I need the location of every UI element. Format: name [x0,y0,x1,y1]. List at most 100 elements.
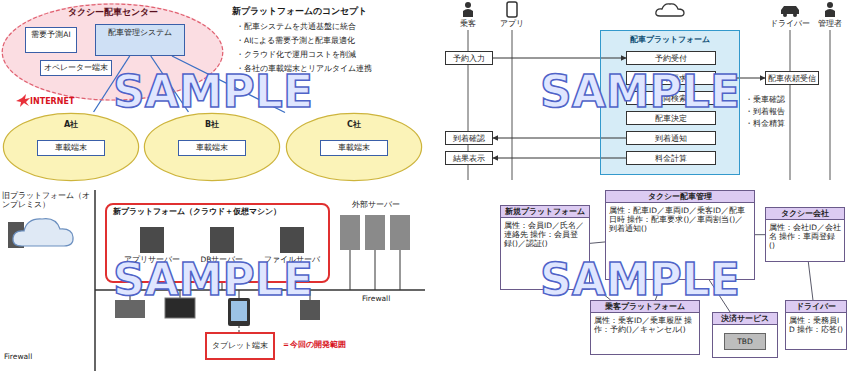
server-icon [280,227,304,253]
scope-box: タブレット端末 [205,332,275,360]
lifelines [468,30,830,180]
person-icon [825,9,835,17]
node-title: タクシー会社 [766,208,844,220]
system-box: 需要予測AI [25,27,77,53]
label: ・乗車確認 [745,95,789,104]
class-box: ドライバー属性：乗務員ID 操作：応答() [785,300,847,350]
sequence-box: 予約入力 [445,51,493,65]
lifeline [790,30,791,180]
node-title: 車載端末 [181,143,243,152]
connector [590,242,605,243]
node-title: タクシー配車センター [0,7,225,17]
sequence-box: 到着確認 [445,131,493,145]
watermark: SAMPLE [93,68,333,116]
person-icon [463,9,473,17]
label: Firewall [4,352,64,361]
label: 管理者 [812,19,848,28]
server-icon [140,227,164,253]
server-icon [340,215,360,250]
sequence-box: 結果表示 [445,151,493,165]
person-icon [827,2,833,8]
car-wheel [783,13,787,17]
company-ellipse: B社車載端末 [143,112,281,182]
label: Firewall [362,294,422,303]
connector [493,138,626,139]
node-title: C社 [285,120,423,130]
car-icon [781,6,799,14]
firewall-line [94,190,96,371]
node-title: 予約受付 [629,54,713,63]
class-box: タクシー会社属性：会社ID／会社名 操作：車両登録() [765,207,845,262]
internet-burst [16,94,30,107]
label: 旧プラットフォーム（オンプレミス） [2,191,92,209]
label: アプリ [492,19,532,28]
person-icon [465,2,471,8]
label: ドライバー [765,19,815,28]
label: INTERNET [30,97,90,107]
company-ellipse: A社車載端末 [2,112,140,182]
node-body: 属性：会員ID／氏名／連絡先 操作：会員登録()／認証() [501,218,589,251]
watermark: SAMPLE [520,256,760,304]
sequence-box: 到着通知 [626,131,716,145]
drop-line [375,250,376,290]
label: ・料金精算 [745,119,789,128]
label: ・到着報告 [745,107,789,116]
node-body: 属性：配車ID／車両ID／乗客ID／配車日時 操作：配車要求()／車両割当()／… [606,203,754,236]
server-icons [140,227,304,253]
node-title: 到着通知 [629,134,713,143]
node-title: タクシー配車管理 [606,191,754,203]
company-ellipse: C社車載端末 [285,112,423,182]
node-title: 配車管理システム [98,28,182,37]
system-box: 車載端末 [178,140,246,156]
node-body: 属性：乗務員ID 操作：応答() [786,313,846,337]
label: ・AIによる需要予測と配車最適化 [236,36,424,45]
server-icon [210,227,234,253]
node-body: 属性：乗客ID／乗車履歴 操作：予約()／キャンセル() [591,313,699,337]
actor-icons [463,2,835,17]
system-box: 車載端末 [320,140,388,156]
connector [493,58,626,59]
node-title: 新規プラットフォーム [501,206,589,218]
label: 新プラットフォームのコンセプト [232,6,427,17]
node-title: オペレーター端末 [43,63,109,72]
node-title: 予約入力 [448,54,490,63]
node-body: TBD [724,333,766,350]
cloud-icon [656,4,684,16]
lifeline [830,30,831,180]
label: ・クラウド化で運用コストを削減 [236,50,424,59]
system-box: 配車管理システム [95,24,185,56]
node-title: 到着確認 [448,134,490,143]
car-wheel [793,13,797,17]
label: 外部サーバー [336,200,416,209]
node-title: 新プラットフォーム（クラウド＋仮想マシン） [113,207,322,217]
class-box: 決済サービスTBD [712,312,778,358]
system-box: オペレーター端末 [40,60,112,76]
node-title: 車載端末 [40,143,102,152]
external-servers [340,215,410,250]
sequence-box: 予約受付 [626,51,716,65]
node-title: 結果表示 [448,154,490,163]
watermark: SAMPLE [93,256,333,304]
class-box: 乗客プラットフォーム属性：乗客ID／乗車履歴 操作：予約()／キャンセル() [590,300,700,355]
drop-line [400,250,401,290]
node-title: ドライバー [786,301,846,313]
server-icon [365,215,385,250]
watermark: SAMPLE [520,68,760,116]
sequence-box: 料金計算 [626,151,716,165]
drop-line [350,250,351,290]
connector [755,234,765,235]
node-title: 需要予測AI [28,30,74,39]
node-body: 属性：会社ID／会社名 操作：車両登録() [766,220,844,253]
node-title: タブレット端末 [209,341,271,350]
cloud [13,219,73,246]
connector [808,262,813,300]
node-title: 配車プラットフォーム [601,35,739,44]
sequence-box: 配車依頼受信 [765,71,819,85]
node-title: 料金計算 [629,154,713,163]
node-title: A社 [2,120,140,130]
label: ＝今回の開発範囲 [282,340,412,350]
label: 乗客 [448,19,488,28]
connector [493,158,626,159]
node-title: 配車依頼受信 [768,74,816,83]
